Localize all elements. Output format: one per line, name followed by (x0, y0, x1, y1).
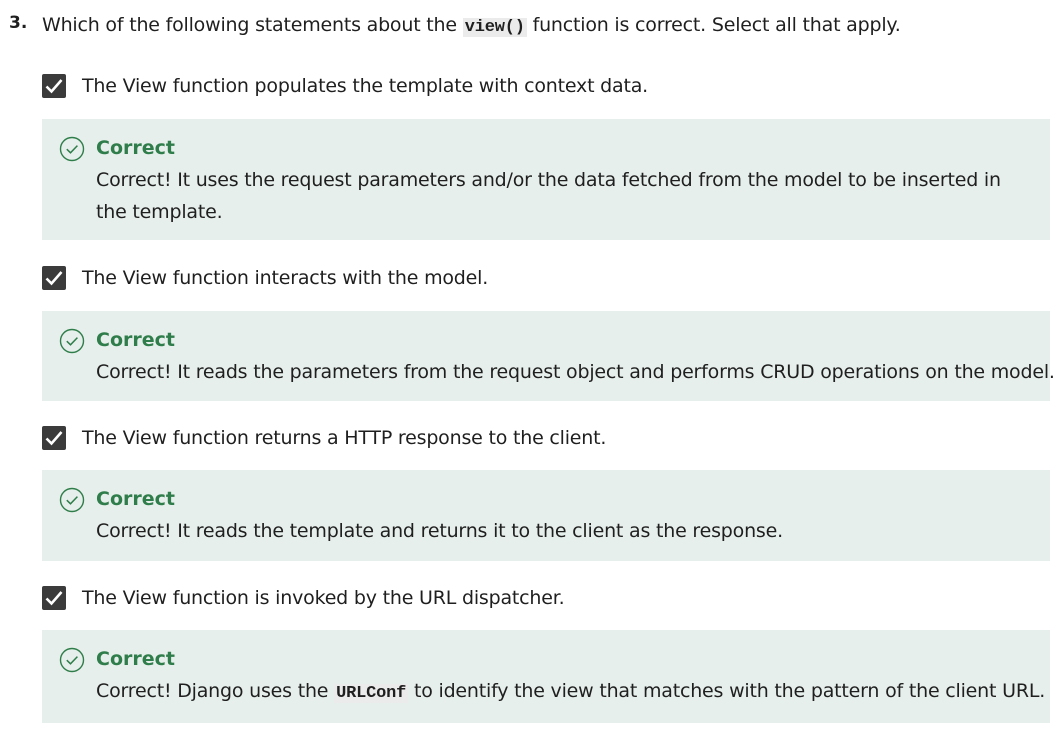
feedback-text-after: to identify the view that matches with t… (408, 680, 1046, 702)
feedback-panel: Correct Correct! It reads the template a… (42, 470, 1050, 561)
feedback-text-before: Correct! Django uses the (96, 680, 335, 702)
answer-option-3: The View function returns a HTTP respons… (42, 424, 1050, 561)
feedback-text: Correct! Django uses the URLConf to iden… (96, 675, 1046, 710)
check-circle-icon (59, 647, 85, 673)
check-circle-icon (59, 328, 85, 354)
feedback-panel: Correct Correct! It uses the request par… (42, 119, 1050, 240)
question-code: view() (462, 18, 527, 37)
question-number: 3. (9, 13, 28, 33)
option-label: The View function interacts with the mod… (82, 267, 489, 289)
feedback-text: Correct! It reads the parameters from th… (96, 361, 1055, 383)
feedback-title: Correct (96, 329, 175, 351)
option-row[interactable]: The View function interacts with the mod… (42, 264, 1050, 292)
feedback-title: Correct (96, 648, 175, 670)
question-text-after: function is correct. Select all that app… (526, 14, 901, 36)
check-icon (45, 271, 63, 286)
feedback-text: Correct! It reads the template and retur… (96, 520, 783, 542)
option-row[interactable]: The View function returns a HTTP respons… (42, 424, 1050, 452)
check-icon (45, 591, 63, 606)
question-text-before: Which of the following statements about … (42, 14, 463, 36)
checkbox-checked[interactable] (42, 586, 66, 610)
checkbox-checked[interactable] (42, 266, 66, 290)
feedback-panel: Correct Correct! Django uses the URLConf… (42, 630, 1050, 723)
check-icon (45, 79, 63, 94)
option-row[interactable]: The View function populates the template… (42, 72, 1050, 100)
feedback-text: Correct! It uses the request parameters … (96, 169, 1001, 223)
option-label: The View function populates the template… (82, 75, 649, 97)
check-circle-icon (59, 136, 85, 162)
answer-option-2: The View function interacts with the mod… (42, 264, 1055, 401)
answer-option-1: The View function populates the template… (42, 72, 1050, 240)
feedback-title: Correct (96, 488, 175, 510)
answer-option-4: The View function is invoked by the URL … (42, 584, 1050, 723)
check-circle-icon (59, 487, 85, 513)
question-text: Which of the following statements about … (42, 12, 901, 41)
checkbox-checked[interactable] (42, 74, 66, 98)
checkbox-checked[interactable] (42, 426, 66, 450)
option-label: The View function is invoked by the URL … (82, 587, 565, 609)
option-label: The View function returns a HTTP respons… (82, 427, 607, 449)
feedback-title: Correct (96, 137, 175, 159)
check-icon (45, 431, 63, 446)
feedback-code: URLConf (334, 684, 409, 703)
option-row[interactable]: The View function is invoked by the URL … (42, 584, 1050, 612)
feedback-panel: Correct Correct! It reads the parameters… (42, 311, 1055, 401)
